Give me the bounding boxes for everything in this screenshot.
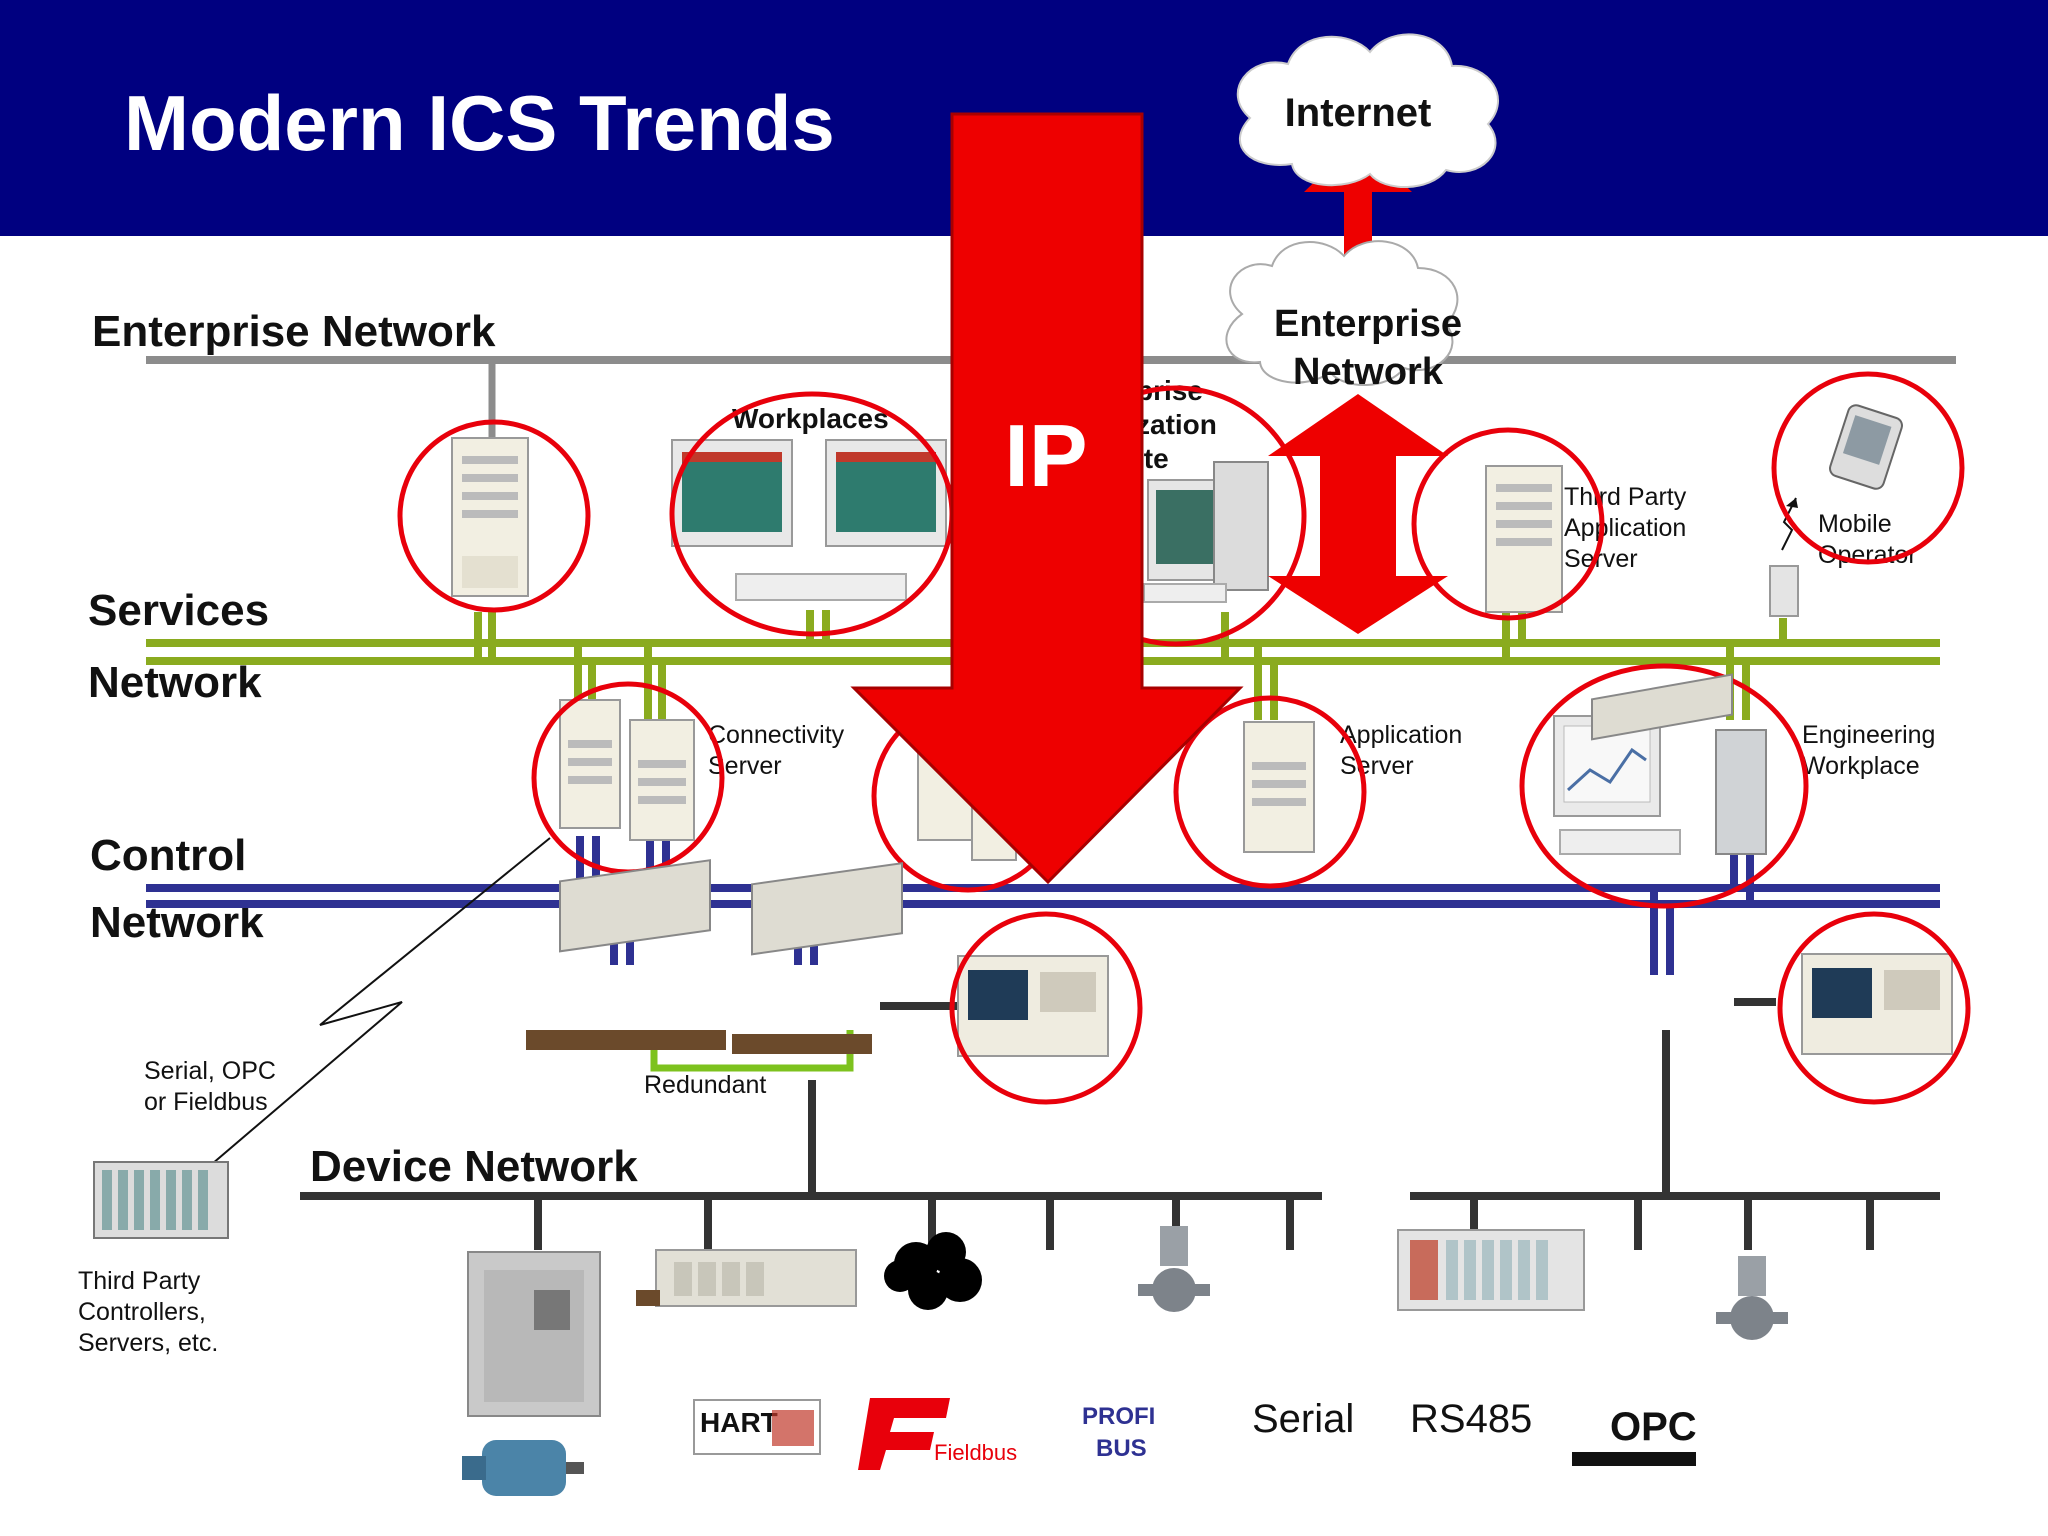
ip-arrow <box>850 112 1244 885</box>
optimization-workstation-icon <box>1143 461 1269 603</box>
third-controllers-label-1: Third Party <box>78 1267 201 1295</box>
connectivity-server-icon <box>559 699 695 841</box>
ip-arrow-label: IP <box>1004 406 1087 505</box>
optimization-label-2: zation <box>1136 409 1217 440</box>
workplaces-label: Workplaces <box>732 403 889 434</box>
highlight-circle <box>1777 911 1971 1105</box>
pda-icon <box>1829 404 1903 490</box>
hmi-panel-icon <box>957 955 1109 1057</box>
wireless-access-point-icon <box>1769 497 1799 617</box>
third-controllers-label-2: Controllers, <box>78 1298 206 1326</box>
control-valve-icon <box>1716 1256 1788 1340</box>
highlight-circle <box>1519 663 1809 909</box>
serial-opc-link <box>211 837 551 1165</box>
device-network-bus <box>300 998 1940 1250</box>
hart-logo-text: HART <box>700 1407 778 1438</box>
engineering-workstation-icon <box>1553 715 1767 855</box>
device-network-label: Device Network <box>310 1142 638 1191</box>
engineering-label-2: Workplace <box>1802 752 1920 780</box>
highlight-circle <box>949 911 1143 1105</box>
rs485-protocol-label: RS485 <box>1410 1397 1532 1441</box>
engineering-label-1: Engineering <box>1802 721 1935 749</box>
internet-label: Internet <box>1285 91 1432 135</box>
enterprise-network-cloud: Enterprise Network <box>1225 240 1462 393</box>
controller-icon <box>1591 673 1733 741</box>
internet-cloud: Internet <box>1236 33 1499 188</box>
redundant-label: Redundant <box>644 1071 766 1099</box>
fieldbus-logo-text: Fieldbus <box>934 1440 1017 1465</box>
highlight-circle <box>1411 427 1605 621</box>
services-network-label-2: Network <box>88 658 262 707</box>
enterprise-network-label: Enterprise Network <box>92 307 496 356</box>
plc-rack-icon <box>1397 1229 1585 1311</box>
enterprise-cloud-label-1: Enterprise <box>1274 303 1462 345</box>
third-party-server-icon <box>1485 465 1563 613</box>
serial-opc-label-2: or Fieldbus <box>144 1088 268 1116</box>
serial-opc-label-1: Serial, OPC <box>144 1057 276 1085</box>
highlight-circle <box>1771 371 1965 565</box>
mobile-label-1: Mobile <box>1818 510 1892 538</box>
sensor-cluster-icon <box>884 1232 982 1310</box>
opc-logo: OPC <box>1568 1398 1698 1468</box>
third-party-controller-rack <box>93 1161 229 1239</box>
controller-icon <box>732 862 903 1054</box>
control-network-label-1: Control <box>90 831 246 880</box>
third-party-label-2: Application <box>1564 514 1686 542</box>
hmi-panel-icon <box>1801 953 1953 1055</box>
server-tower-icon <box>451 437 529 597</box>
services-network-label-1: Services <box>88 586 269 635</box>
application-server-icon <box>1243 721 1315 853</box>
application-label-2: Server <box>1340 752 1414 780</box>
profibus-logo-text-1: PROFI <box>1082 1403 1155 1430</box>
third-party-label-1: Third Party <box>1564 483 1687 511</box>
control-valve-icon <box>1138 1226 1210 1312</box>
fieldbus-logo: Fieldbus <box>858 1398 1017 1470</box>
highlight-circle <box>397 419 591 613</box>
connectivity-label-1: Connectivity <box>708 721 845 749</box>
io-module-icon <box>636 1249 857 1307</box>
serial-protocol-label: Serial <box>1252 1397 1354 1441</box>
opc-logo-text: OPC <box>1610 1405 1697 1449</box>
profibus-logo: PROFI BUS <box>1070 1400 1206 1462</box>
hart-logo: HART <box>693 1399 821 1455</box>
third-controllers-label-3: Servers, etc. <box>78 1329 218 1357</box>
slide-title: Modern ICS Trends <box>124 79 835 167</box>
profibus-logo-text-2: BUS <box>1096 1435 1147 1462</box>
drive-cabinet-icon <box>467 1251 601 1417</box>
application-label-1: Application <box>1340 721 1462 749</box>
motor-icon <box>462 1440 584 1496</box>
enterprise-services-arrow <box>1268 394 1448 634</box>
highlight-circle <box>1173 695 1367 889</box>
workplaces-monitors-icon <box>671 439 947 601</box>
enterprise-cloud-label-2: Network <box>1293 351 1444 393</box>
controller-icon <box>526 859 726 1050</box>
